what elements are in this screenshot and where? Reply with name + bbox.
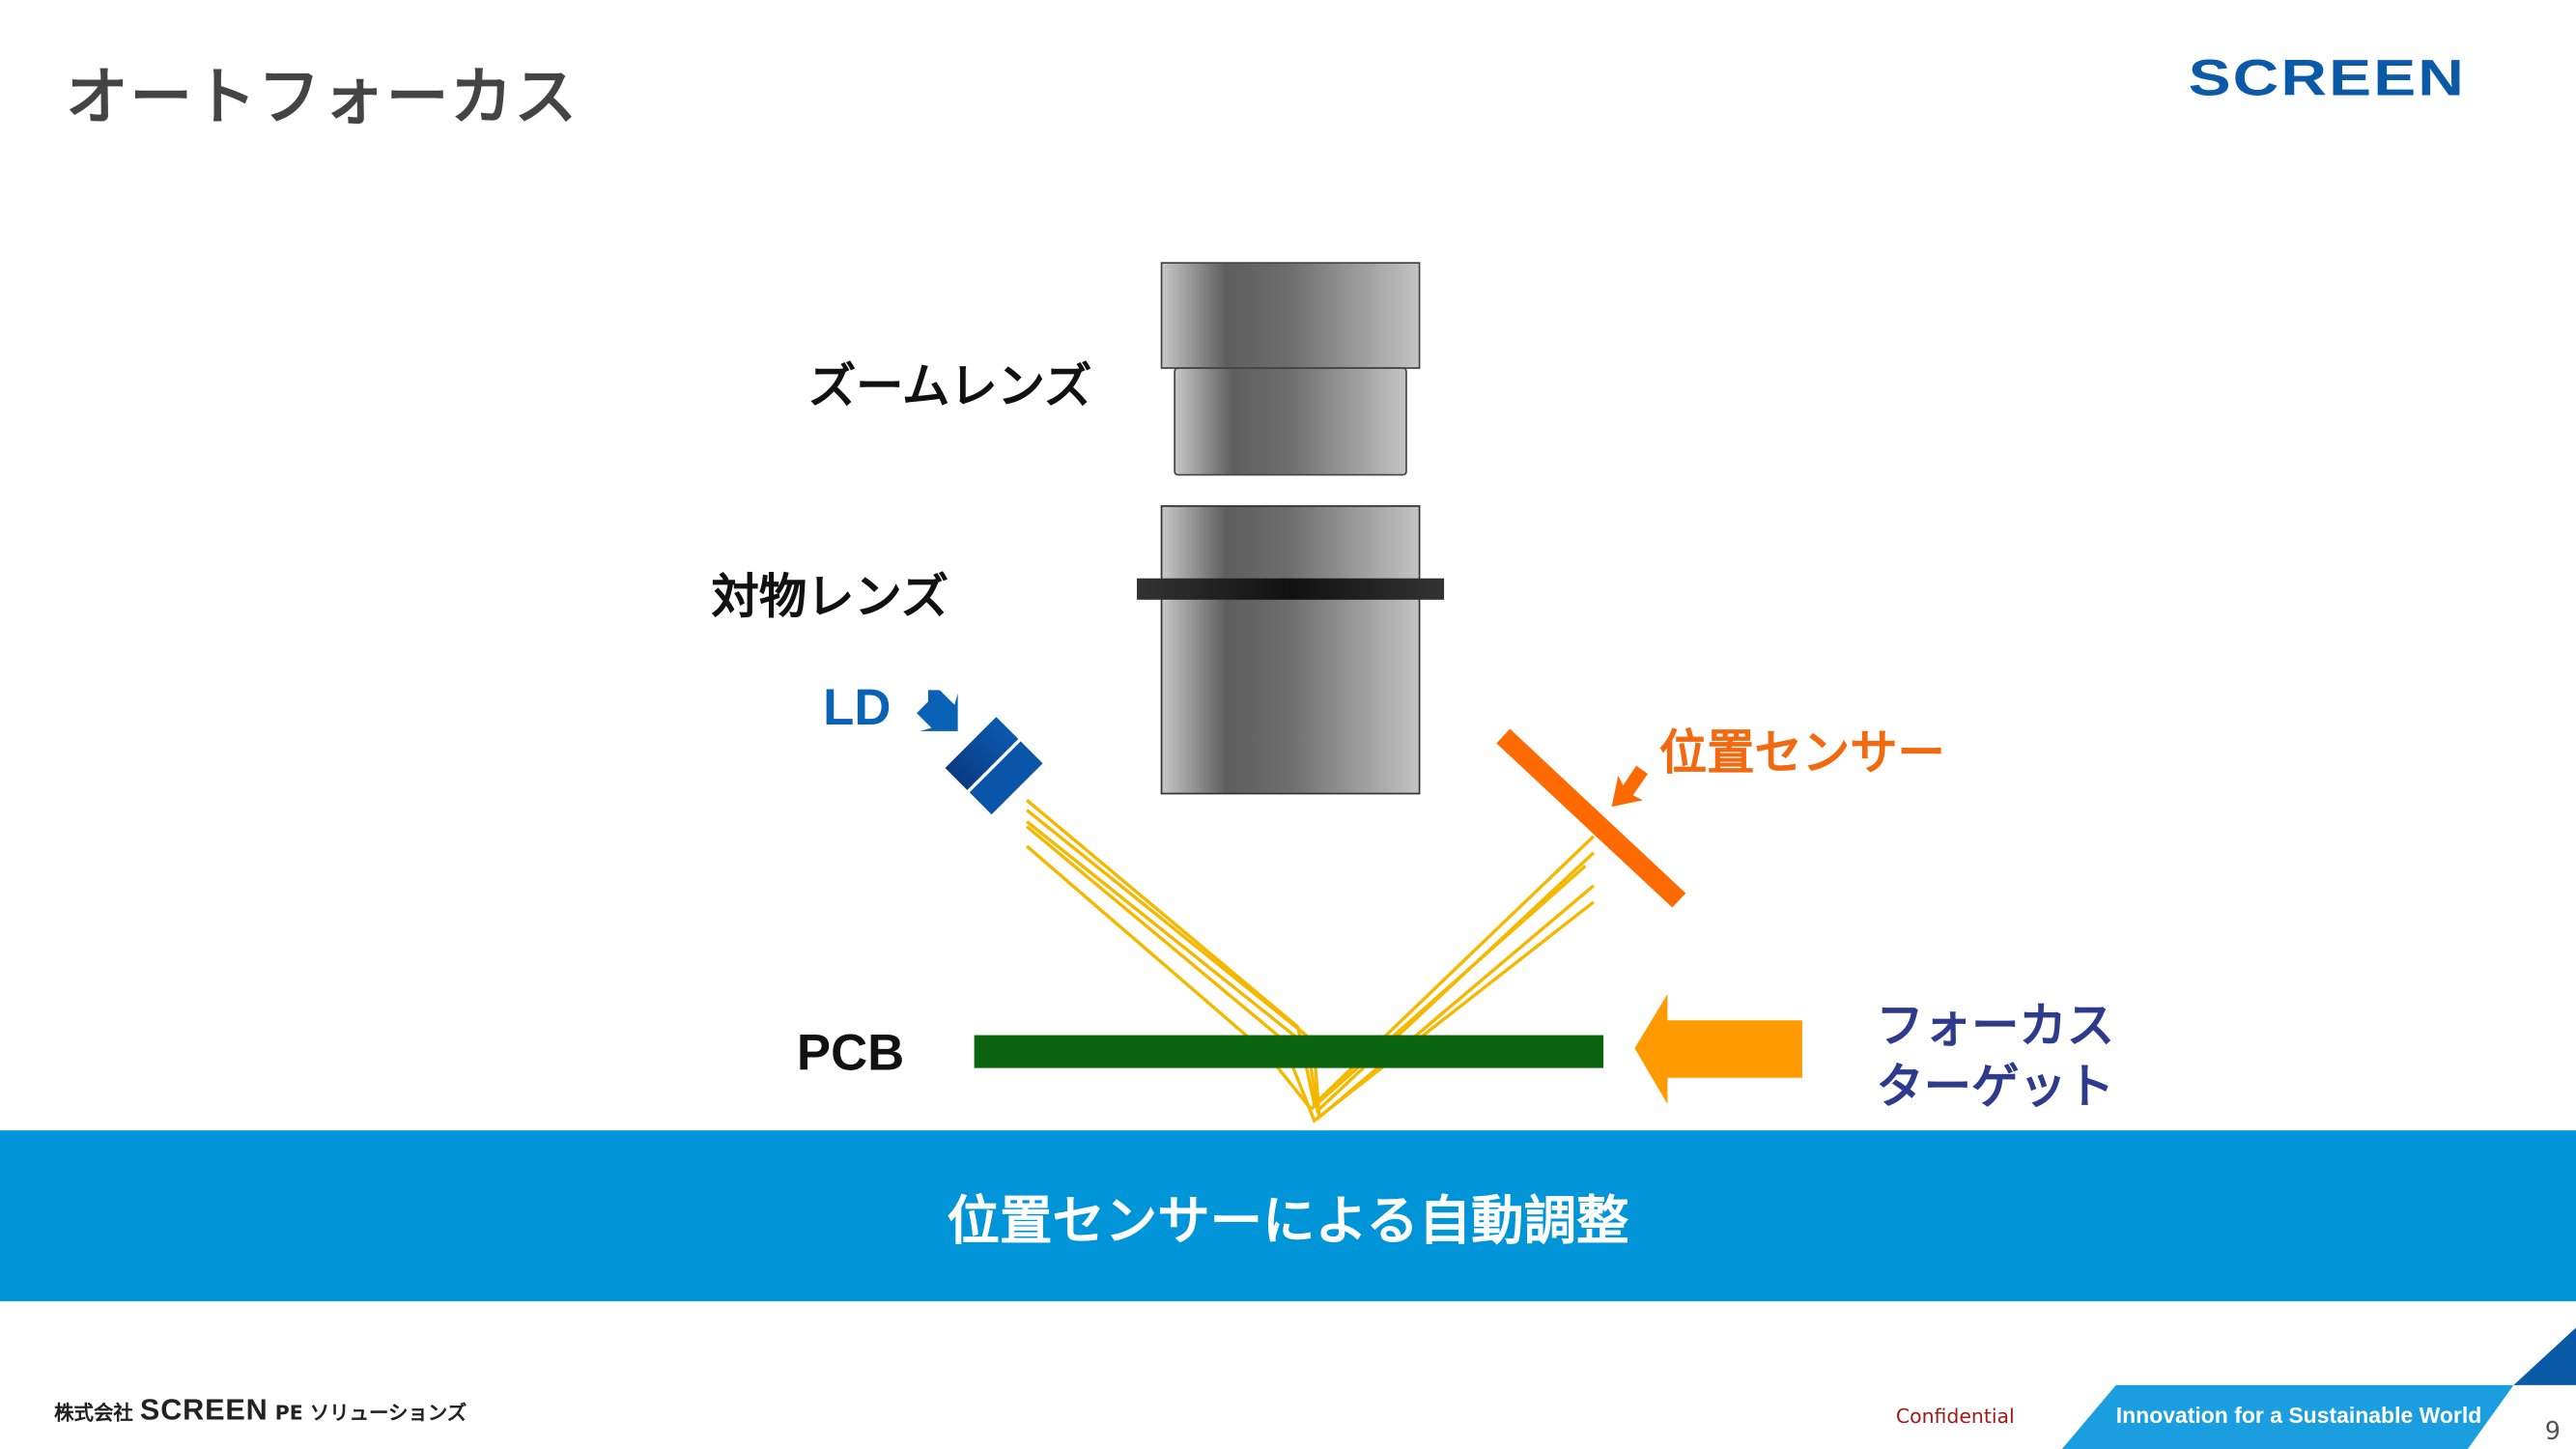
screen-logo: SCREEN — [2188, 49, 2467, 107]
page-number: 9 — [2544, 1416, 2561, 1446]
confidential-label: Confidential — [1895, 1405, 2015, 1429]
zoom-lens-label: ズームレンズ — [807, 357, 1092, 414]
ld-arrow-icon — [917, 690, 958, 731]
pcb-board — [974, 1035, 1604, 1068]
focus-target-arrow-icon — [1634, 994, 1802, 1105]
slogan-banner-shape — [2061, 1327, 2576, 1449]
focus-target-label-line2: ターゲット — [1876, 1058, 2115, 1115]
sensor-arrow-icon — [1611, 765, 1649, 808]
company-logo: SCREEN — [139, 1393, 269, 1427]
focus-target-label-line1: フォーカス — [1876, 997, 2115, 1054]
company-suffix: PE ソリューションズ — [274, 1401, 467, 1425]
slogan-text: Innovation for a Sustainable World — [2115, 1403, 2482, 1429]
position-sensor-label: 位置センサー — [1658, 724, 1945, 781]
summary-banner — [0, 1130, 2576, 1302]
summary-banner-text: 位置センサーによる自動調整 — [947, 1189, 1629, 1253]
zoom-lens — [1160, 262, 1421, 476]
ld-label: LD — [823, 678, 892, 737]
position-sensor — [1496, 728, 1686, 908]
company-prefix: 株式会社 — [54, 1401, 133, 1425]
laser-beams — [1025, 799, 1596, 1123]
pcb-label: PCB — [796, 1023, 905, 1082]
company-footer-logo: 株式会社 SCREEN PE ソリューションズ — [54, 1393, 467, 1428]
objective-lens-label: 対物レンズ — [711, 568, 949, 625]
slide-title: オートフォーカス — [66, 60, 579, 133]
ld-emitter — [945, 717, 1043, 815]
objective-lens — [1137, 505, 1445, 795]
